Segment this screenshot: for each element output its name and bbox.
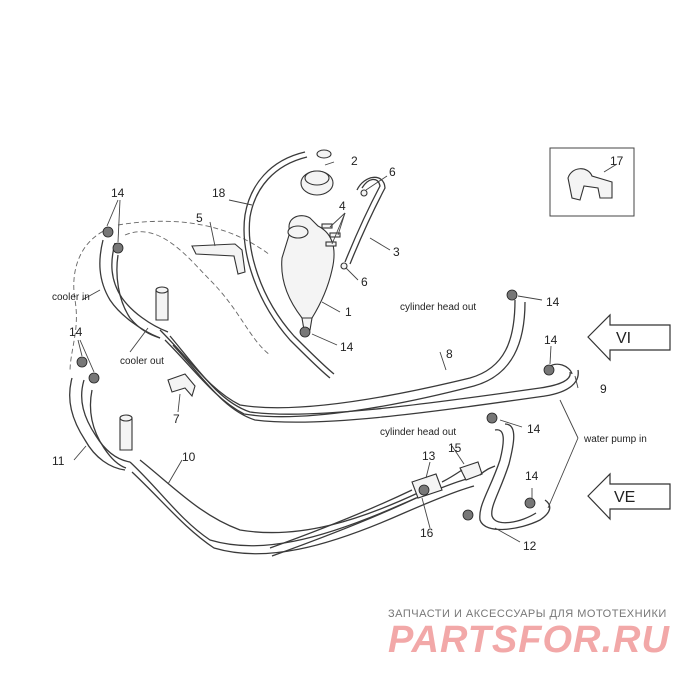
callout-4: 4 bbox=[339, 199, 346, 213]
callout-14: 14 bbox=[69, 325, 83, 339]
callout-2: 2 bbox=[351, 154, 358, 168]
hose-15-link bbox=[441, 469, 463, 483]
hose-11b bbox=[89, 389, 127, 469]
hose-16 bbox=[269, 489, 413, 549]
callout-9: 9 bbox=[600, 382, 607, 396]
hose-9 bbox=[169, 335, 571, 415]
hose-11-edge bbox=[81, 379, 131, 463]
clip-6 bbox=[360, 189, 368, 197]
callout-1: 1 bbox=[345, 305, 352, 319]
hose-9-edge bbox=[172, 344, 579, 423]
hose-12 bbox=[479, 429, 551, 531]
callout-14: 14 bbox=[340, 340, 354, 354]
leader-lines bbox=[73, 161, 618, 543]
hose-12-branch bbox=[479, 465, 496, 476]
tee-fitting-top bbox=[155, 286, 169, 294]
hose-3-edge bbox=[349, 176, 386, 265]
callout-15: 15 bbox=[448, 441, 462, 455]
label-water-pump-in: water pump in bbox=[583, 434, 647, 445]
hose-8-edge bbox=[164, 301, 526, 418]
view-arrow-ve bbox=[587, 472, 671, 521]
screw-icon bbox=[321, 223, 341, 247]
label-cooler-in: cooler in bbox=[52, 292, 90, 303]
callout-6: 6 bbox=[361, 275, 368, 289]
hose-cooler-in-edge bbox=[111, 242, 169, 333]
hose-16-edge bbox=[271, 497, 417, 557]
callout-6: 6 bbox=[389, 165, 396, 179]
view-arrow-ve-label: VE bbox=[614, 489, 635, 506]
hose-10b bbox=[139, 459, 421, 534]
callout-17: 17 bbox=[610, 154, 624, 168]
clip-17 bbox=[567, 168, 613, 201]
label-cylinder-head-out: cylinder head out bbox=[380, 427, 456, 438]
label-cooler-out: cooler out bbox=[120, 356, 164, 367]
hose-3 bbox=[344, 178, 381, 263]
callout-14: 14 bbox=[544, 333, 558, 347]
tee-fitting bbox=[119, 417, 133, 451]
hose-10 bbox=[129, 461, 471, 547]
routing-line bbox=[69, 227, 111, 373]
view-arrow-vi bbox=[587, 313, 671, 362]
fitting-15 bbox=[459, 461, 483, 481]
hose-18 bbox=[243, 151, 331, 379]
callout-3: 3 bbox=[393, 245, 400, 259]
tank-cap-top bbox=[304, 170, 330, 186]
expansion-tank bbox=[281, 215, 335, 319]
watermark-logo: PARTSFOR.RU bbox=[388, 619, 670, 661]
tee-fitting bbox=[155, 289, 169, 321]
bracket-5 bbox=[191, 243, 246, 275]
callout-5: 5 bbox=[196, 211, 203, 225]
watermark-tagline: ЗАПЧАСТИ И АКСЕССУАРЫ ДЛЯ МОТОТЕХНИКИ bbox=[388, 608, 667, 620]
callout-14: 14 bbox=[111, 186, 125, 200]
callout-13: 13 bbox=[422, 449, 436, 463]
view-arrow-vi-label: VI bbox=[616, 330, 631, 347]
routing-line bbox=[117, 220, 271, 256]
clip-6 bbox=[340, 262, 348, 270]
callout-14: 14 bbox=[525, 469, 539, 483]
label-cylinder-head-out: cylinder head out bbox=[400, 302, 476, 313]
callout-11: 11 bbox=[52, 454, 65, 468]
callout-14: 14 bbox=[546, 295, 560, 309]
callout-8: 8 bbox=[446, 347, 453, 361]
callout-7: 7 bbox=[173, 412, 180, 426]
clamp-icon bbox=[76, 226, 555, 521]
callout-12: 12 bbox=[523, 539, 537, 553]
hose-11 bbox=[69, 377, 126, 471]
tank-neck bbox=[287, 225, 309, 239]
callout-16: 16 bbox=[420, 526, 434, 540]
callout-18: 18 bbox=[212, 186, 226, 200]
hose-cooler-in-2 bbox=[116, 254, 161, 339]
callout-10: 10 bbox=[182, 450, 196, 464]
hose-18-edge bbox=[248, 156, 335, 375]
tee-fitting-top bbox=[119, 414, 133, 422]
callout-14: 14 bbox=[527, 422, 541, 436]
cap-seal bbox=[316, 149, 332, 159]
hose-12-edge bbox=[491, 423, 537, 524]
bracket-7 bbox=[167, 373, 196, 398]
